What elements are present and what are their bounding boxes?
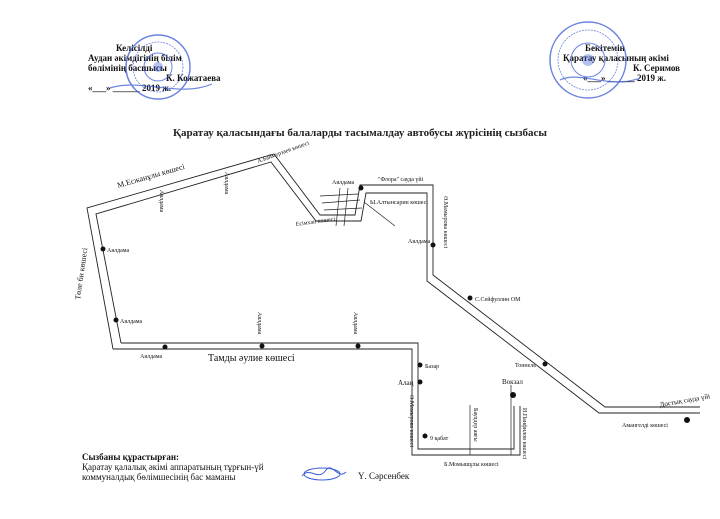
stop-dot (430, 242, 436, 248)
label-stop-dostyk: Достық сауда үйі (659, 392, 711, 409)
stop-dot (417, 362, 423, 368)
footer: Сызбаны құрастырған: Қаратау қалалық әкі… (82, 452, 264, 482)
label-stop-akdama-4: Аялдама (120, 319, 143, 325)
label-stop-akdama-5: Аялдама (140, 354, 163, 360)
stop-dot (422, 433, 428, 439)
stop-dot (113, 317, 119, 323)
left-seal (109, 34, 213, 100)
stop-dot (542, 361, 548, 367)
position-line1: Қаратау қалалық әкімі аппаратының тұрғын… (82, 462, 264, 472)
label-esimkhan: Есімхан көшесі (295, 216, 336, 228)
label-stop-akdama-9: Аялдама (408, 239, 431, 245)
label-tamdy: Тамды әулие көшесі (208, 353, 295, 364)
compiled-by-label: Сызбаны құрастырған: (82, 452, 180, 462)
label-baimurzaev: А.Баймурзаев көшесі (256, 139, 310, 164)
label-stop-9kabat: 9 қабат (430, 435, 449, 442)
approval-right-line1: Бекітемін (585, 43, 625, 53)
label-tole-bi: Төле би көшесі (73, 246, 89, 300)
label-stop-tonnel: Тоннель (515, 363, 536, 369)
stop-dot (467, 295, 473, 301)
label-eszhanuly: М.Есжанұлы көшесі (116, 162, 186, 190)
stop-dot (358, 185, 364, 191)
label-altynsarin: Ы.Алтынсарин көшесі (370, 200, 428, 206)
label-stop-akdama-1: Аялдама (158, 190, 164, 213)
label-stop-akdama-6: Аялдама (256, 312, 262, 335)
approval-right-date: «___» ______ 2019 ж. (583, 73, 667, 83)
label-stop-akdama-2: Аялдама (223, 172, 229, 195)
stop-dot (510, 392, 516, 398)
label-stop-alan: Алаң (398, 379, 414, 387)
label-stop-seifullin: С.Сейфуллин ОМ (475, 296, 521, 303)
compiler-name: Ү. Сәрсенбек (358, 471, 410, 481)
approval-right: Бекітемін Қаратау қаласының әкімі К. Сер… (563, 43, 680, 83)
label-baulder: Баулдер аяғы (472, 408, 478, 442)
stop-labels: Аялдама Аялдама Аялдама Аялдама Аялдама … (107, 172, 711, 442)
approval-left-date: «___» ______ 2019 ж. (88, 83, 172, 93)
bus-stops (100, 185, 690, 439)
label-mamyrova: Ә.Мамырова көшесі (442, 196, 448, 249)
label-panfilov: И.Панфилов көшесі (521, 408, 528, 459)
label-mamyrova2: Ә.Мамырова көшесі (408, 395, 414, 448)
stop-dot (100, 246, 106, 252)
signature (301, 467, 347, 481)
stop-dot (355, 343, 361, 349)
approval-left-signer: К. Кожатаева (166, 73, 221, 83)
label-stop-bazar: Базар (425, 364, 439, 370)
right-seal (549, 21, 641, 99)
page-title: Қаратау қаласындағы балаларды тасымалдау… (172, 127, 548, 139)
label-momyshuly: Б.Момышұлы көшесі (444, 462, 499, 468)
stop-dot (684, 417, 690, 423)
label-stop-akdama-7: Аялдама (352, 312, 358, 335)
approval-right-signer: К. Серимов (633, 63, 680, 73)
label-stop-akdama-8: Аялдама (332, 180, 355, 186)
label-stop-vokzal: Вокзал (502, 378, 523, 386)
cross-streets (319, 187, 396, 227)
label-stop-amangeldi: Амангелді көшесі (622, 423, 668, 429)
stop-dot (162, 344, 168, 350)
approval-right-line2: Қаратау қаласының әкімі (563, 53, 669, 63)
stop-dot (259, 343, 265, 349)
approval-left-line1: Келісілді (116, 43, 153, 53)
approval-left-line3: бөлімінің басшысы (88, 63, 167, 73)
position-line2: коммуналдық бөлімшесінің бас маманы (82, 472, 236, 482)
stop-dot (417, 379, 423, 385)
label-stop-flora: "Флора" сауда үйі (378, 176, 424, 183)
label-stop-akdama-3: Аялдама (107, 248, 130, 254)
